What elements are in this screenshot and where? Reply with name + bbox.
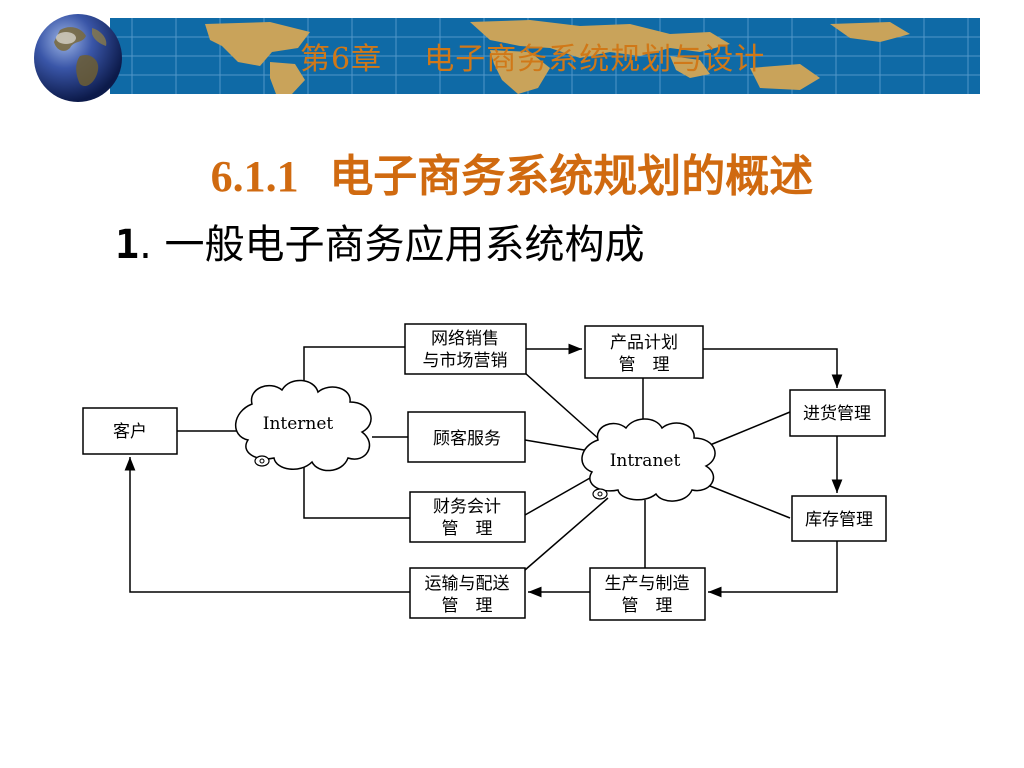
edge-intranet-finance xyxy=(524,477,591,516)
internet-label: Internet xyxy=(263,414,334,434)
node-customer xyxy=(82,407,178,455)
node-finance-label-line2: 管 理 xyxy=(442,519,493,539)
node-network-sales xyxy=(404,323,527,375)
edge-internet-finance xyxy=(303,460,410,519)
header-banner: 第6章 电子商务系统规划与设计 xyxy=(110,18,980,94)
edge-intranet-purchasing xyxy=(709,411,791,446)
node-production-label-line1: 生产与制造 xyxy=(605,574,690,594)
item-title: 一般电子商务应用系统构成 xyxy=(164,222,645,268)
edge-internet-sales xyxy=(303,346,405,395)
node-shipping-label-line1: 运输与配送 xyxy=(425,574,510,594)
node-production-label-line2: 管 理 xyxy=(622,596,673,616)
item-number: 1 xyxy=(115,222,140,268)
edge-shipping-customer xyxy=(124,457,410,593)
node-customer-service xyxy=(407,411,526,463)
edge-intranet-sales xyxy=(524,372,601,441)
node-network-sales-label-line2: 与市场营销 xyxy=(423,351,508,371)
globe-icon xyxy=(34,14,122,102)
section-number: 6.1.1 xyxy=(210,152,299,201)
world-map-background xyxy=(110,18,980,94)
node-finance-label-line1: 财务会计 xyxy=(433,497,501,517)
node-product-planning-label-line2: 管 理 xyxy=(619,355,670,375)
node-network-sales-label-line1: 网络销售 xyxy=(431,329,499,349)
item-heading: 1. 一般电子商务应用系统构成 xyxy=(115,222,645,268)
internet-cloud: Internet xyxy=(234,379,372,472)
node-inventory-label: 库存管理 xyxy=(805,510,873,530)
node-customer-label: 客户 xyxy=(113,422,147,442)
node-product-planning-label-line1: 产品计划 xyxy=(610,333,678,353)
section-heading: 6.1.1 电子商务系统规划的概述 xyxy=(0,140,1024,204)
node-shipping xyxy=(409,567,526,619)
node-product-planning xyxy=(584,325,704,379)
intranet-cloud: Intranet xyxy=(581,418,716,502)
edge-planning-purchasing xyxy=(703,348,843,388)
intranet-label: Intranet xyxy=(610,451,681,471)
node-purchasing-label: 进货管理 xyxy=(803,404,871,424)
node-customer-service-label: 顾客服务 xyxy=(433,429,501,449)
chapter-title: 第6章 电子商务系统规划与设计 xyxy=(300,42,766,77)
edge-intranet-shipping xyxy=(524,497,609,571)
node-finance xyxy=(409,491,526,543)
node-inventory xyxy=(791,495,887,542)
edge-inventory-production xyxy=(708,541,838,598)
node-production xyxy=(589,567,706,621)
section-title: 电子商务系统规划的概述 xyxy=(329,151,814,202)
node-shipping-label-line2: 管 理 xyxy=(442,596,493,616)
edge-intranet-inventory xyxy=(699,481,791,519)
node-purchasing xyxy=(789,389,886,437)
